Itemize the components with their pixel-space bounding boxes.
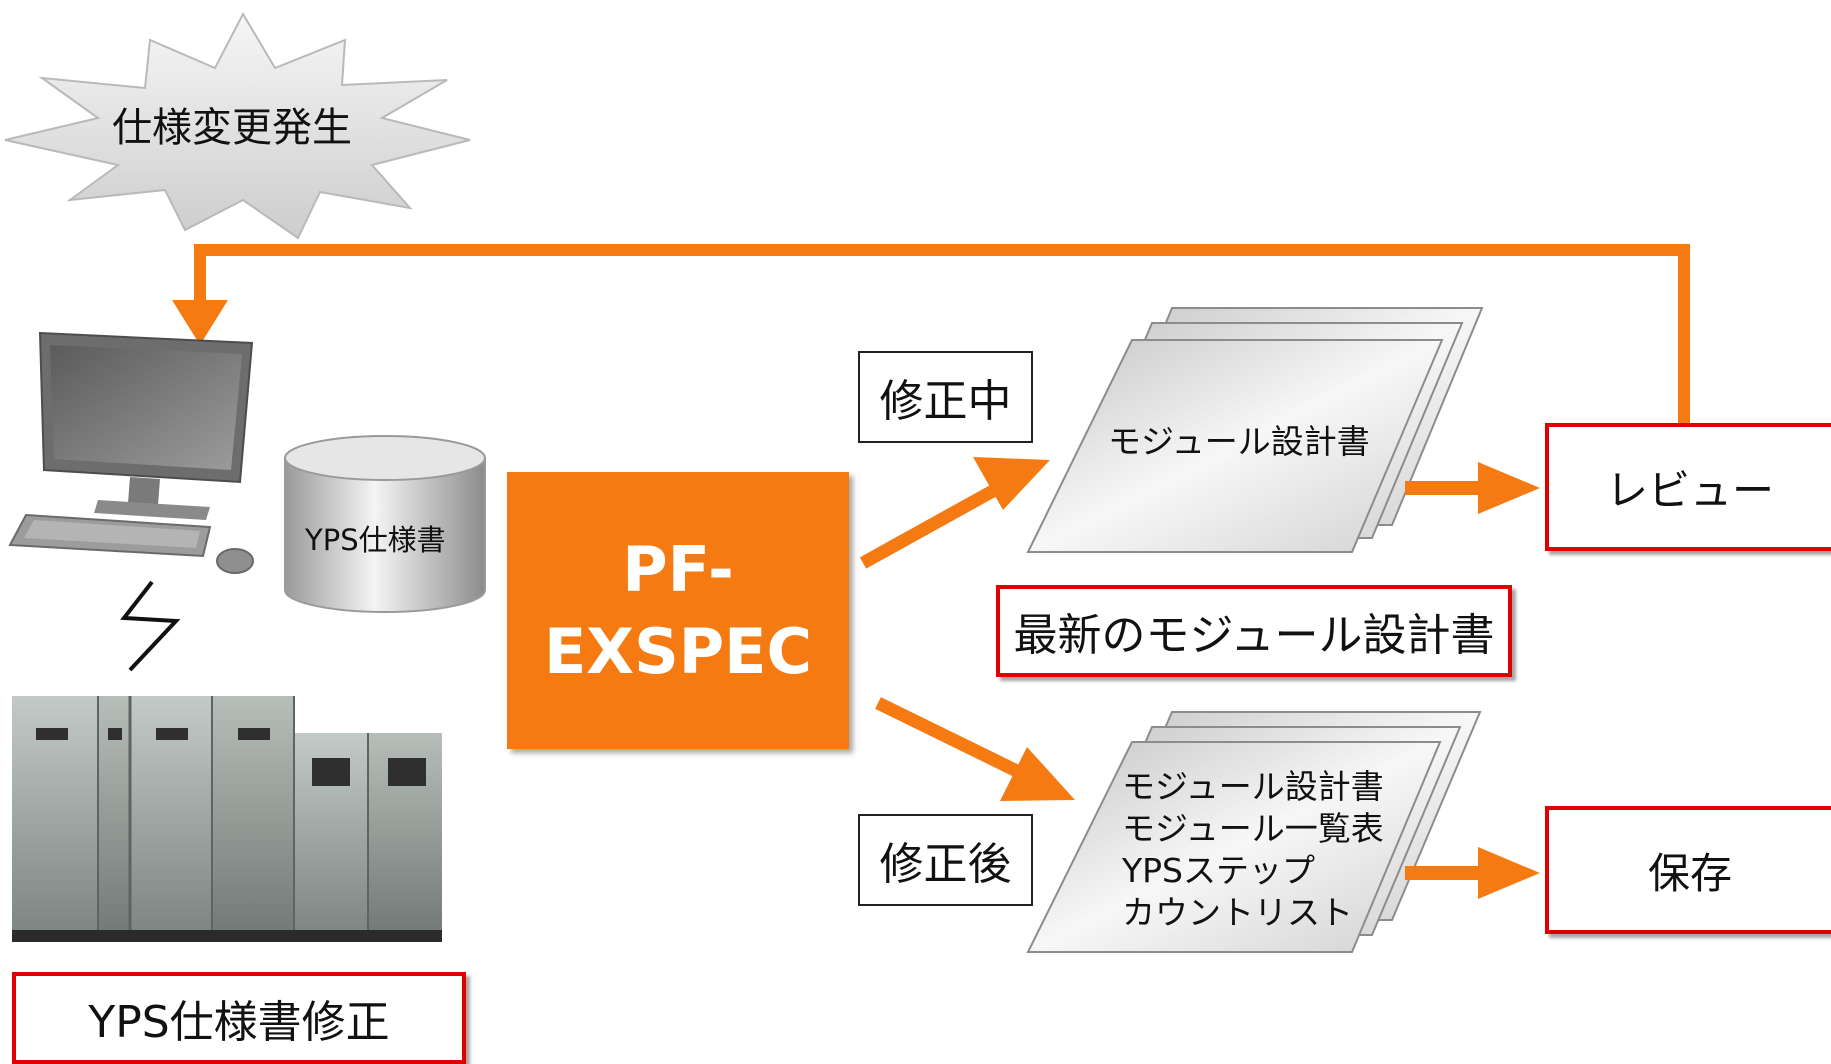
feedback-loop-line <box>194 244 1690 425</box>
event-burst-shape <box>4 11 471 240</box>
after-doc-4: カウントリスト <box>1122 893 1353 932</box>
connection-lightning-icon <box>120 580 181 672</box>
arrow-to-editing-doc-shaft <box>859 481 1004 569</box>
event-label: 仕様変更発生 <box>112 105 352 151</box>
after-doc-2: モジュール一覧表 <box>1122 809 1384 848</box>
database-label: YPS仕様書 <box>305 523 446 557</box>
after-doc-3: YPSステップ <box>1122 851 1316 890</box>
arrow-to-after-docs-head <box>1000 747 1075 801</box>
arrow-to-editing-doc-head <box>973 457 1050 510</box>
after-fix-document-stack <box>1026 711 1482 953</box>
pf-exspec-tool-box: PF- EXSPEC <box>507 472 849 749</box>
arrow-to-review-head <box>1478 462 1540 514</box>
review-box: レビュー <box>1545 423 1831 551</box>
computer-icon <box>8 331 254 574</box>
status-editing-label: 修正中 <box>858 351 1033 443</box>
feedback-arrowhead <box>172 300 228 345</box>
arrow-to-save-head <box>1478 847 1540 899</box>
editing-document-title: モジュール設計書 <box>1108 422 1370 461</box>
arrow-to-after-docs-shaft <box>875 697 1028 781</box>
editing-document-stack <box>1026 307 1484 553</box>
status-after-label: 修正後 <box>858 814 1033 906</box>
after-fix-document-list: モジュール設計書 モジュール一覧表 YPSステップ カウントリスト <box>1122 766 1384 934</box>
server-icon <box>12 696 442 942</box>
database-cylinder-icon <box>284 435 486 613</box>
tool-name-line2: EXSPEC <box>543 614 813 688</box>
save-box: 保存 <box>1545 806 1831 934</box>
tool-name-line1: PF- <box>622 532 734 606</box>
spec-fix-label: YPS仕様書修正 <box>12 972 466 1064</box>
after-doc-1: モジュール設計書 <box>1122 767 1384 806</box>
latest-design-label: 最新のモジュール設計書 <box>996 585 1512 677</box>
